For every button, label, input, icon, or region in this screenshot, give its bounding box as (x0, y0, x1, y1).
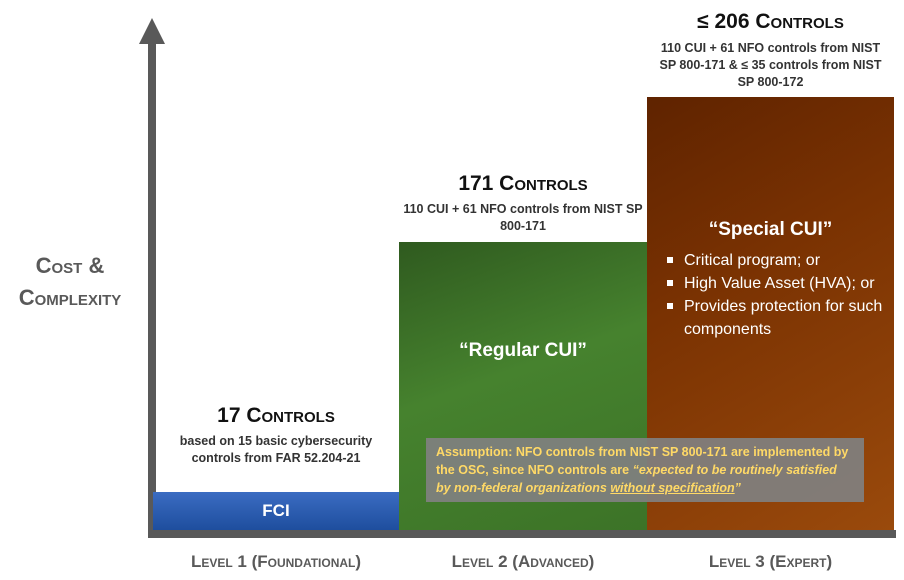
y-axis-label: Cost & Complexity (0, 250, 140, 314)
level1-description: based on 15 basic cybersecurity controls… (179, 434, 373, 465)
level3-bar-label: “Special CUI” (708, 219, 833, 240)
assumption-quote: “expected to be routinely satisfied by n… (436, 463, 837, 495)
assumption-quote-end: ” (734, 481, 741, 495)
y-axis-label-line1: Cost & (35, 253, 105, 278)
x-label-level3: Level 3 (Expert) (708, 552, 833, 571)
y-axis-label-line2: Complexity (18, 285, 122, 310)
level3-criteria-item: High Value Asset (HVA); or (667, 272, 892, 295)
level1-bar-label: FCI (262, 501, 290, 520)
x-label-level2: Level 2 (Advanced) (451, 552, 595, 571)
level2-bar-label: “Regular CUI” (459, 340, 587, 361)
level3-criteria-item: Critical program; or (667, 249, 892, 272)
level2-title: 171 Controls (458, 172, 588, 195)
x-axis (148, 530, 896, 538)
assumption-quote-underlined: without specification (610, 481, 735, 495)
level1-title: 17 Controls (217, 404, 335, 427)
x-label-level1: Level 1 (Foundational) (190, 552, 362, 571)
level3-criteria-list: Critical program; or High Value Asset (H… (667, 249, 892, 341)
assumption-text: Assumption: NFO controls from NIST SP 80… (436, 445, 849, 477)
level3-title: ≤ 206 Controls (697, 10, 844, 33)
y-axis-arrowhead (139, 18, 165, 44)
level3-criteria-item: Provides protection for such components (667, 295, 892, 341)
assumption-quote-start: “expected to be routinely satisfied by n… (436, 463, 837, 495)
level2-description: 110 CUI + 61 NFO controls from NIST SP 8… (403, 202, 643, 233)
y-axis (148, 42, 156, 538)
level3-description: 110 CUI + 61 NFO controls from NIST SP 8… (659, 41, 882, 89)
level1-bar: FCI (153, 492, 399, 530)
assumption-note: Assumption: NFO controls from NIST SP 80… (426, 438, 864, 502)
